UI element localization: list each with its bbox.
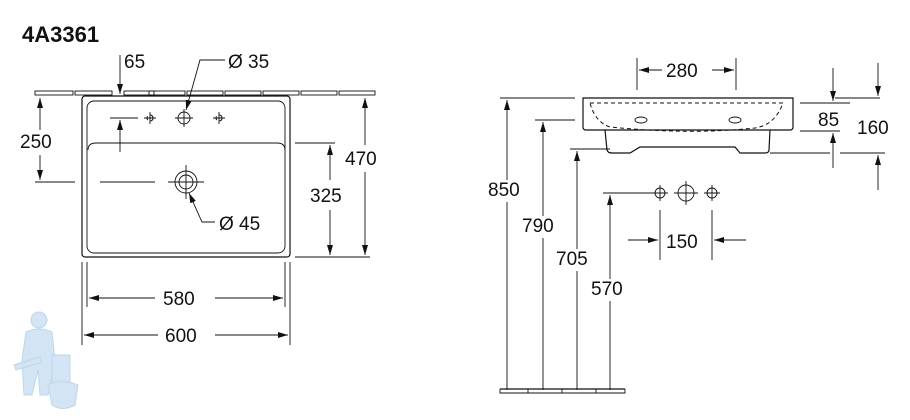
dim-280: 280 bbox=[666, 61, 698, 82]
dim-600: 600 bbox=[165, 326, 197, 347]
bowl-dashed bbox=[589, 102, 784, 132]
tap-hole-right bbox=[213, 112, 225, 124]
dim-85: 85 bbox=[818, 110, 839, 131]
tap-hole-diameter: Ø 35 bbox=[228, 52, 269, 73]
dim-150: 150 bbox=[666, 232, 698, 253]
tap-hole-center bbox=[175, 109, 193, 127]
tap-hole-left bbox=[144, 112, 156, 124]
dim-580: 580 bbox=[163, 289, 195, 310]
front-view: 250 65 Ø 35 Ø 45 325 470 580 600 bbox=[20, 52, 377, 347]
dim-850: 850 bbox=[488, 180, 520, 201]
dim-570: 570 bbox=[591, 279, 623, 300]
dim-325: 325 bbox=[310, 186, 342, 207]
dim-250: 250 bbox=[20, 132, 52, 153]
drain bbox=[168, 165, 204, 199]
overflow-hole-left bbox=[634, 116, 648, 124]
model-number: 4A3361 bbox=[22, 22, 99, 47]
overflow-hole-right bbox=[728, 116, 742, 124]
dim-705: 705 bbox=[556, 249, 588, 270]
basin-outline bbox=[81, 95, 291, 258]
floor-line bbox=[499, 388, 626, 394]
dim-790: 790 bbox=[522, 216, 554, 237]
dim-160: 160 bbox=[857, 118, 889, 139]
basin-pedestal bbox=[604, 129, 771, 154]
plumber-logo bbox=[13, 311, 79, 409]
basin-side bbox=[582, 97, 794, 131]
dim-65: 65 bbox=[124, 52, 145, 73]
side-view: 280 850 790 705 570 150 bbox=[488, 58, 889, 394]
drain-diameter: Ø 45 bbox=[219, 214, 260, 235]
wall-line bbox=[34, 90, 376, 96]
dim-470: 470 bbox=[345, 149, 377, 170]
bowl-edge bbox=[87, 142, 286, 151]
supply-holes bbox=[652, 181, 720, 205]
